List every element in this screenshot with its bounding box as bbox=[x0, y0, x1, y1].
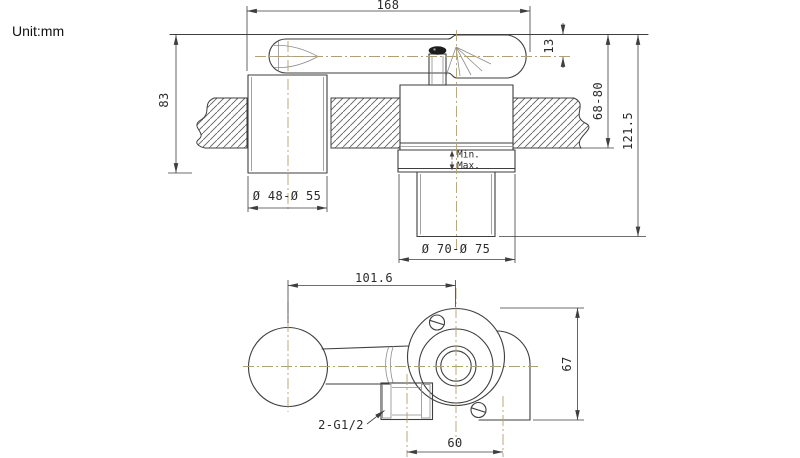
valve-top-fan-lines bbox=[445, 46, 492, 77]
plan-view-drawing bbox=[243, 280, 584, 457]
knob-cap bbox=[428, 46, 447, 55]
flange-body bbox=[406, 307, 506, 419]
dim-body-depth: 67 bbox=[560, 356, 574, 372]
front-view-drawing bbox=[168, 6, 649, 263]
handle-arm bbox=[321, 345, 410, 385]
dim-escutcheon-diameter: Ø 48-Ø 55 bbox=[252, 189, 322, 203]
label-max: Max. bbox=[457, 160, 480, 171]
label-thread: 2-G1/2 bbox=[318, 418, 364, 432]
spout-arm-outline bbox=[268, 34, 527, 79]
dim-port-spacing: 60 bbox=[447, 436, 463, 450]
dim-handle-reach: 101.6 bbox=[354, 271, 394, 285]
plan-view-dimensions bbox=[287, 280, 584, 455]
side-outlet-housing bbox=[478, 330, 531, 421]
front-view-centerlines bbox=[255, 30, 570, 252]
label-min: Min. bbox=[457, 149, 480, 161]
diverter-knob bbox=[428, 46, 447, 86]
plan-view-centerlines bbox=[243, 288, 538, 457]
dim-total-depth: 121.5 bbox=[621, 111, 635, 151]
dim-overall-length: 168 bbox=[376, 0, 400, 12]
lower-escutcheon bbox=[416, 171, 496, 238]
unit-label: Unit:mm bbox=[12, 23, 65, 39]
screw-top-icon bbox=[428, 314, 446, 331]
escutcheon-cylinder bbox=[247, 74, 328, 174]
dim-body-diameter: Ø 70-Ø 75 bbox=[421, 242, 491, 256]
screw-bottom-icon bbox=[470, 401, 487, 419]
dim-spout-offset: 13 bbox=[542, 38, 556, 54]
wall-hatch-sections bbox=[196, 97, 590, 149]
dim-wall-range: 68-80 bbox=[591, 81, 605, 121]
dim-left-height: 83 bbox=[157, 92, 171, 108]
front-view-dimensions bbox=[168, 6, 646, 263]
